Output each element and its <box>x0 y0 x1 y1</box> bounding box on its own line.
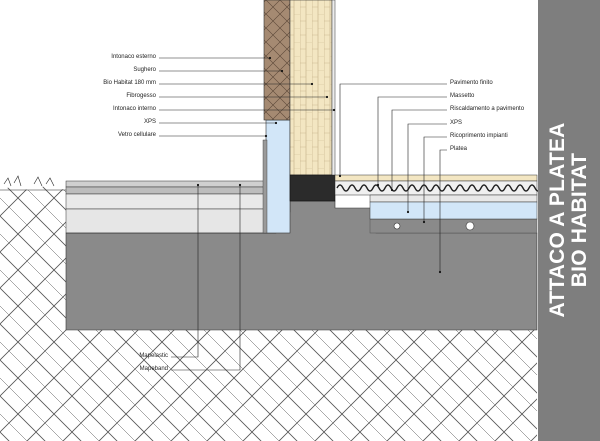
label-fibrogesso: Fibrogesso <box>126 93 156 99</box>
label-sughero: Sughero <box>133 67 156 73</box>
label-ricoprimento-impianti: Ricoprimento impianti <box>450 133 508 139</box>
wall-section <box>263 0 336 202</box>
leader-dots <box>196 56 442 274</box>
title-line-1: ATTACO A PLATEA <box>546 122 569 318</box>
perimeter-insulation <box>262 119 291 234</box>
ground-soil <box>0 175 537 441</box>
label-riscaldamento: Riscaldamento a pavimento <box>450 106 525 112</box>
floor-buildup <box>334 174 542 220</box>
label-xps-floor: XPS <box>450 120 463 126</box>
external-layers <box>65 180 276 234</box>
label-pavimento-finito: Pavimento finito <box>450 80 493 86</box>
label-platea: Platea <box>450 146 468 152</box>
title-band <box>538 0 600 441</box>
label-intonaco-esterno: Intonaco esterno <box>111 54 156 60</box>
label-mapeband: Mapeband <box>139 366 168 372</box>
title-line-2: BIO HABITAT <box>568 152 591 288</box>
label-xps-wall: XPS <box>143 119 156 125</box>
label-intonaco-interno: Intonaco interno <box>112 106 156 112</box>
label-vetro-cellulare: Vetro cellulare <box>117 132 156 138</box>
leader-lines <box>159 57 447 371</box>
label-mapelastic: Mapelastic <box>139 353 168 359</box>
label-bio-habitat: Bio Habitat 180 mm <box>103 80 156 86</box>
title-text: ATTACO A PLATEA BIO HABITAT <box>546 122 591 318</box>
label-massetto: Massetto <box>450 93 475 99</box>
